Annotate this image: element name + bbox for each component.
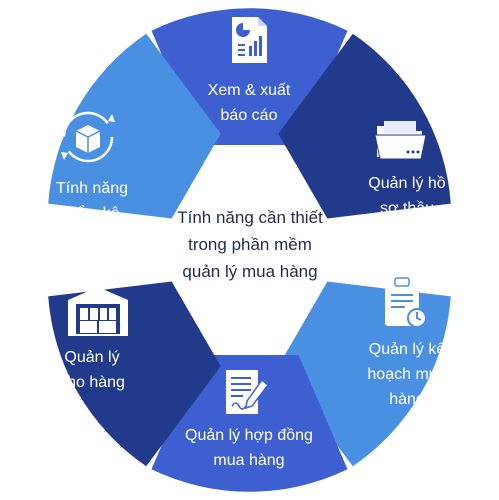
warehouse-icon (68, 287, 128, 336)
contract-pen-icon (226, 370, 270, 414)
segment-inventory (48, 33, 221, 219)
report-chart-icon (232, 17, 267, 63)
center-title: Tính năng cần thiết trong phần mềm quản … (177, 208, 323, 281)
segment-label-inventory: Tính năng kiểm kê (55, 180, 129, 222)
segment-label-purchase-plan: Quản lý kế hoạch mua hàng (367, 341, 447, 408)
segment-label-tender-files: Quản lý hồ sơ thầu (368, 175, 446, 217)
segment-label-purchase-contract: Quản lý hợp đồng mua hàng (185, 427, 313, 469)
box-cycle-icon (61, 111, 115, 163)
folder-icon (374, 121, 427, 160)
segment-label-warehouse: Quản lý kho hàng (59, 349, 125, 391)
clipboard-clock-icon (385, 277, 427, 328)
segment-tender-files (278, 33, 451, 219)
segment-label-reports: Xem & xuất báo cáo (207, 82, 291, 124)
